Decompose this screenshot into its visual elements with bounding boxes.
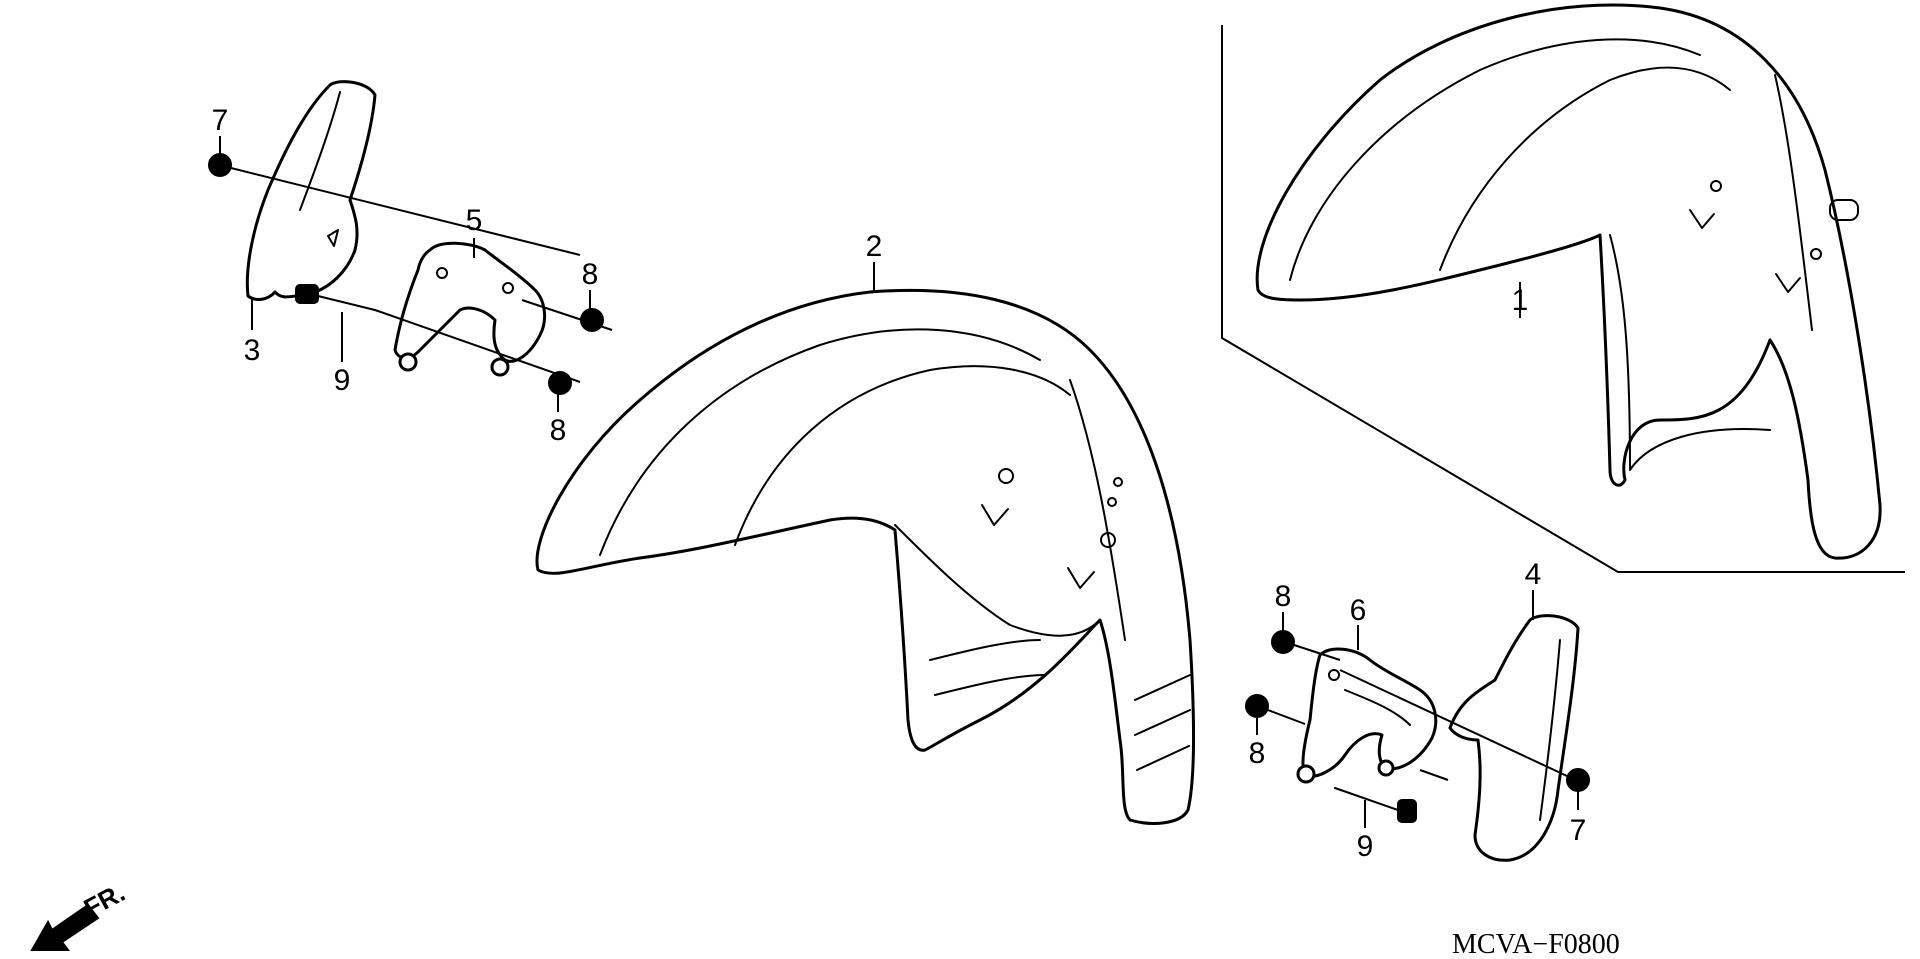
callout-1: 1 <box>1512 284 1529 317</box>
front-fender-main-vent-2 <box>934 674 1046 696</box>
callout-7-right: 7 <box>1570 814 1587 847</box>
front-fender-main-hole-1 <box>1113 477 1123 487</box>
fender-brace-left-hole-1 <box>436 267 448 279</box>
fender-brace-right-outline <box>1301 647 1438 778</box>
callout-leaders <box>219 136 1579 828</box>
front-fender-main-rear-edge <box>1069 379 1126 641</box>
callout-8-left-lower: 8 <box>550 414 567 447</box>
callout-3: 3 <box>244 334 261 367</box>
front-fender-main-tab-1 <box>981 504 1009 526</box>
callout-6: 6 <box>1350 594 1367 627</box>
inset-frame-line <box>1221 25 1905 573</box>
bolt-7-right-axis <box>1339 669 1568 777</box>
callout-8-right-upper: 8 <box>1275 580 1292 613</box>
fender-brace-left-nut-1 <box>398 352 418 372</box>
callout-4: 4 <box>1525 558 1542 591</box>
front-fender-main-boss-2 <box>1100 532 1116 548</box>
bolt-9-right-axis <box>1419 769 1449 781</box>
fender-stay-left-outline <box>245 80 377 301</box>
nut-8-left-upper <box>521 299 613 332</box>
front-fender-alt-inner <box>1609 234 1771 471</box>
front-fender-main <box>535 288 1196 825</box>
front-fender-main-boss-1 <box>998 468 1014 484</box>
front-fender-alt-rear-edge <box>1774 74 1813 331</box>
front-fender-alt-crown-line-2 <box>1439 66 1731 271</box>
front-fender-main-stripe-3 <box>1136 745 1190 771</box>
bolt-9-right-shank <box>1334 787 1399 811</box>
fender-brace-left-hole-2 <box>502 282 514 294</box>
nut-8-right-upper-icon <box>1271 630 1295 654</box>
front-fender-alt <box>1255 3 1882 560</box>
callout-9-left: 9 <box>334 364 351 397</box>
fender-stay-left-edge <box>299 91 341 211</box>
direction-indicator: FR. <box>30 877 130 951</box>
bolt-7-left-axis <box>230 167 581 256</box>
fender-brace-right-detail <box>1344 689 1411 726</box>
front-fender-main-outline <box>535 288 1196 825</box>
callout-9-right: 9 <box>1357 830 1374 863</box>
front-fender-main-stripe-2 <box>1134 709 1191 736</box>
front-fender-alt-crown-line <box>1289 38 1701 281</box>
nut-8-right-upper <box>1271 630 1341 661</box>
fender-stay-right <box>1448 614 1580 862</box>
callout-8-left-upper: 8 <box>582 258 599 291</box>
front-fender-alt-tab-1 <box>1689 209 1715 229</box>
callout-7-left: 7 <box>212 104 229 137</box>
bolt-9-left-shank <box>317 295 376 311</box>
callout-numbers: 1 2 3 4 5 6 7 7 8 8 8 8 9 9 <box>212 104 1587 863</box>
front-fender-main-vent-1 <box>929 639 1041 661</box>
nut-8-right-lower-icon <box>1245 694 1269 718</box>
fender-brace-left-outline <box>393 241 547 363</box>
callout-2: 2 <box>866 230 883 263</box>
front-fender-main-inner <box>894 524 1101 637</box>
bolt-9-left-axis <box>374 309 581 383</box>
front-fender-alt-hole-2 <box>1810 248 1822 260</box>
arrow-front-left-icon <box>30 903 100 951</box>
front-fender-alt-tab-2 <box>1775 273 1801 293</box>
bolt-7-right-head-icon <box>1566 768 1590 792</box>
fender-stay-left <box>245 80 377 301</box>
callout-5: 5 <box>466 204 483 237</box>
front-fender-main-hole-2 <box>1107 497 1117 507</box>
fender-stay-right-outline <box>1448 614 1580 862</box>
fender-brace-right <box>1296 647 1438 784</box>
nut-8-right-lower <box>1245 694 1306 725</box>
inset-frame <box>1221 25 1905 573</box>
diagram-code: MCVA−F0800 <box>1452 929 1620 959</box>
fender-brace-left-nut-2 <box>490 357 510 377</box>
fender-brace-left <box>393 241 547 377</box>
callout-8-right-lower: 8 <box>1249 737 1266 770</box>
nut-8-right-lower-axis <box>1267 709 1306 725</box>
nut-8-left-lower <box>548 371 572 395</box>
fender-brace-right-nut-1 <box>1296 764 1316 784</box>
front-fender-alt-outline <box>1255 3 1882 560</box>
fender-stay-left-mark <box>327 229 339 247</box>
front-fender-main-stripe-1 <box>1134 674 1191 701</box>
bolt-9-left-head-icon <box>295 284 319 304</box>
bolt-7-right <box>1339 669 1590 792</box>
nut-8-right-upper-axis <box>1293 644 1341 661</box>
bolt-9-right <box>1334 769 1449 823</box>
bolt-9-right-head-icon <box>1397 799 1417 823</box>
front-fender-main-tab-2 <box>1067 567 1095 589</box>
front-fender-main-crown-line <box>599 328 1041 556</box>
front-fender-alt-hole-1 <box>1710 180 1722 192</box>
front-fender-main-crown-line-2 <box>734 365 1071 546</box>
fender-stay-right-edge <box>1539 639 1561 821</box>
nut-8-left-lower-icon <box>548 371 572 395</box>
bolt-9-left <box>295 284 581 383</box>
fender-brace-right-nut-2 <box>1377 759 1395 777</box>
nut-8-left-upper-axis <box>521 299 613 331</box>
bolt-7-left-head-icon <box>208 153 232 177</box>
fender-brace-right-hole-1 <box>1328 669 1340 681</box>
front-fender-alt-slot <box>1829 199 1859 221</box>
